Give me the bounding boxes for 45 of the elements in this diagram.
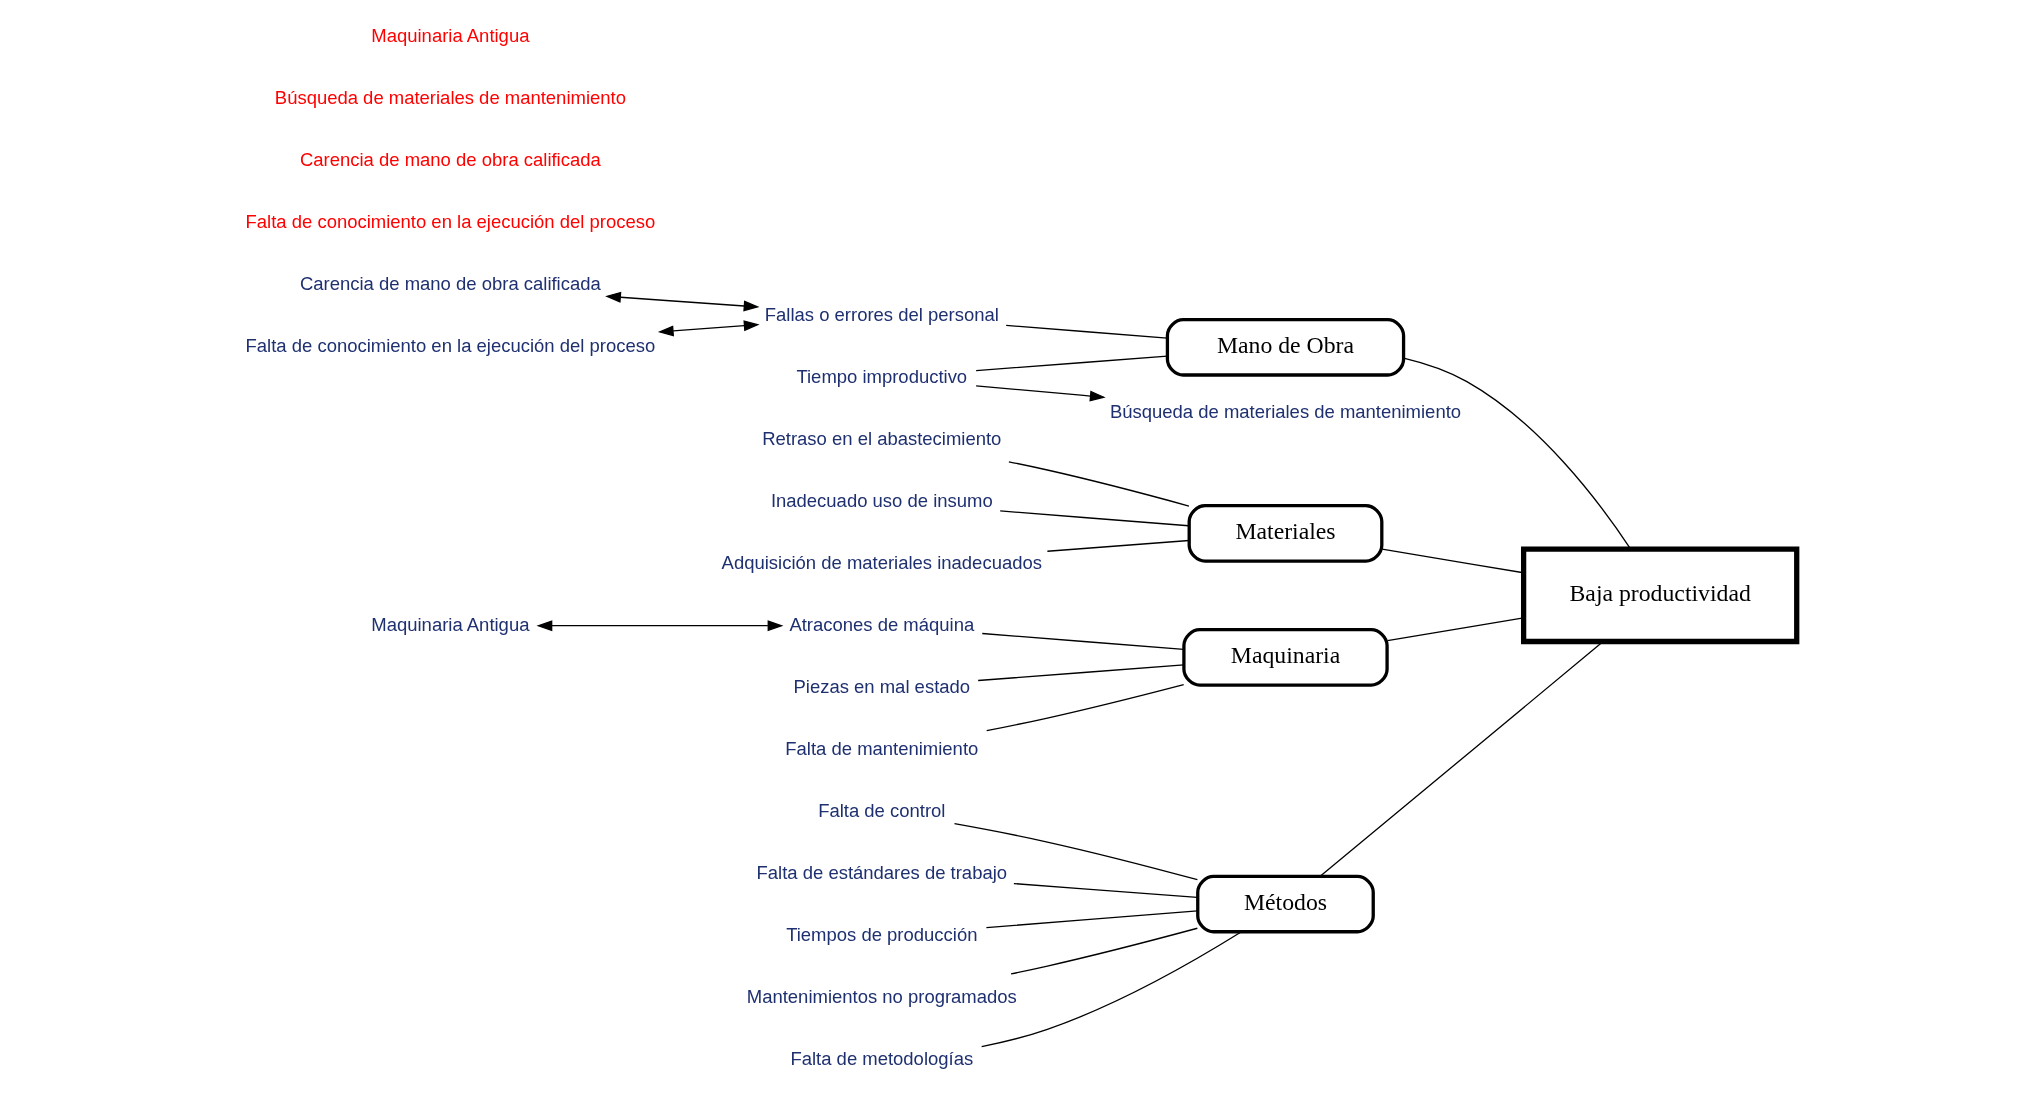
connector [953, 823, 1199, 881]
node-text: Falta de estándares de trabajo [756, 861, 1008, 883]
node-text: Inadecuado uso de insumo [770, 489, 993, 511]
node-box: Materiales [1187, 503, 1384, 563]
node-text: Tiempos de producción [786, 923, 978, 945]
connector [1005, 324, 1168, 339]
node-box: Baja productividad [1521, 546, 1800, 645]
arrow [657, 320, 760, 337]
node-text: Mantenimientos no programados [746, 985, 1017, 1007]
node-text: Retraso en el abastecimiento [762, 427, 1002, 449]
arrow [536, 620, 784, 632]
connector [986, 683, 1185, 732]
connector [1010, 927, 1198, 975]
node-text: Falta de conocimiento en la ejecución del proceso [245, 335, 656, 357]
arrow [605, 291, 760, 312]
node-text: Adquisición de materiales inadecuados [721, 551, 1042, 573]
node-text: Maquinaria Antigua [371, 25, 530, 47]
node-text: Falta de conocimiento en la ejecución del proceso [245, 211, 656, 233]
node-text: Carencia de mano de obra calificada [299, 273, 601, 295]
arrow [975, 385, 1106, 402]
node-box: Maquinaria [1182, 628, 1389, 687]
node-text: Búsqueda de materiales de mantenimiento [1109, 401, 1462, 423]
node-text: Falta de control [818, 799, 946, 821]
connector [1008, 461, 1190, 507]
node-text: Fallas o errores del personal [764, 303, 999, 325]
node-text: Falta de mantenimiento [785, 737, 979, 759]
connector [985, 910, 1199, 929]
node-text: Tiempo improductivo [796, 365, 968, 387]
connector [981, 632, 1185, 651]
connector [1319, 641, 1604, 877]
connector [999, 510, 1190, 527]
connector [975, 355, 1168, 372]
connector [981, 931, 1243, 1048]
node-text: Búsqueda de materiales de mantenimiento [274, 87, 626, 109]
node-box: Métodos [1196, 874, 1375, 934]
connector [1013, 882, 1198, 899]
node-text: Maquinaria Antigua [371, 613, 530, 635]
connector [977, 664, 1185, 682]
connector [1046, 539, 1190, 552]
node-text: Piezas en mal estado [793, 675, 971, 697]
node-text: Atracones de máquina [789, 613, 975, 635]
node-text: Carencia de mano de obra calificada [299, 149, 601, 171]
node-text: Falta de metodologías [790, 1047, 974, 1069]
connector [1402, 357, 1632, 550]
node-box: Mano de Obra [1165, 317, 1406, 377]
